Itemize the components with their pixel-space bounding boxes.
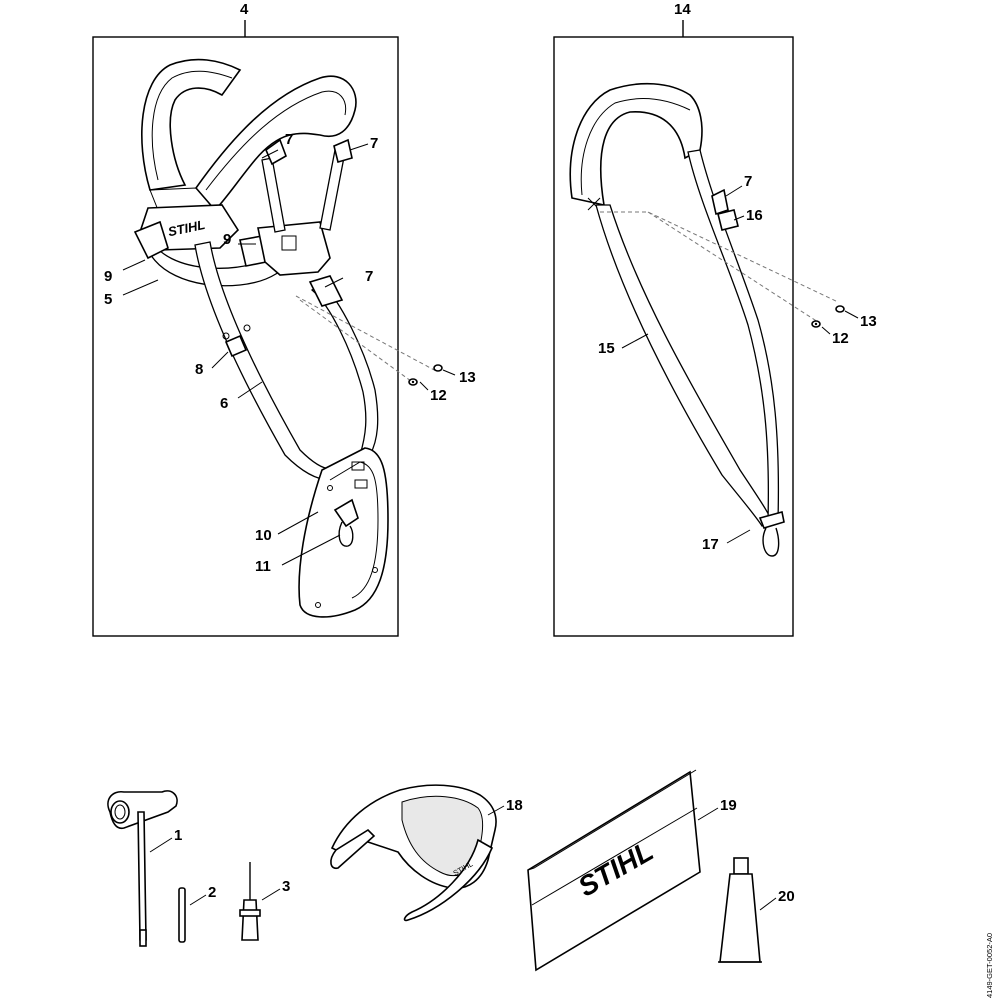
callout-6: 6: [220, 395, 228, 412]
full-harness-number: 4: [240, 1, 249, 18]
harness-screw-12: [408, 378, 418, 386]
callout-15: 15: [598, 340, 615, 357]
callout-7-b: 7: [370, 135, 378, 152]
harness-chest-plate: [257, 221, 331, 276]
callout-13-b: 13: [860, 313, 877, 330]
harness-hip-pad: [298, 447, 389, 618]
strap-screw-13: [835, 305, 845, 313]
harness-buckles: [222, 138, 353, 358]
callout-12-a: 12: [430, 387, 447, 404]
callout-20: 20: [778, 888, 795, 905]
strap-dash-line-2: [647, 211, 819, 323]
combination-wrench: 1: [107, 790, 182, 947]
callout-10: 10: [255, 527, 272, 544]
callout-18: 18: [506, 797, 523, 814]
strap-dash-line-1: [600, 211, 839, 303]
locking-pin: 2: [178, 884, 216, 943]
grease-tube: 20: [718, 857, 795, 963]
screwdriver: 3: [239, 862, 290, 941]
callout-1: 1: [174, 827, 182, 844]
harness-upper-strap-left: [261, 157, 286, 233]
callout-8: 8: [195, 361, 203, 378]
harness-dash-line-2: [299, 299, 416, 385]
callout-19: 19: [720, 797, 737, 814]
callout-2: 2: [208, 884, 216, 901]
callout-7-c: 7: [365, 268, 373, 285]
reference-code: 4149-GET-0052-A0: [985, 933, 994, 998]
callout-9-b: 9: [104, 268, 112, 285]
shoulder-strap-panel: 14 7: [553, 1, 877, 637]
strap-buckle-16: [717, 209, 739, 231]
strap-buckle-7: [711, 188, 729, 216]
callout-11: 11: [255, 558, 271, 575]
shoulder-strap-frame: [553, 36, 794, 637]
harness-upper-strap-right: [319, 149, 346, 231]
callout-7-a: 7: [285, 131, 293, 148]
shoulder-pad: [569, 82, 703, 207]
callout-17: 17: [702, 536, 719, 553]
strap-callout-leaders: [621, 185, 859, 544]
strap-screw-12: [811, 320, 821, 328]
full-harness-panel: 4 STIHL: [92, 1, 476, 637]
callout-16: 16: [746, 207, 763, 224]
harness-callout-leaders: [122, 143, 456, 566]
harness-dash-line-1: [295, 295, 439, 373]
strap-carabiner: [758, 511, 785, 557]
shoulder-strap-number: 14: [674, 1, 691, 18]
callout-5: 5: [104, 291, 112, 308]
callout-13-a: 13: [459, 369, 476, 386]
callout-3: 3: [282, 878, 290, 895]
harness-screw-13: [433, 364, 443, 372]
harness-shoulder-pads: [141, 58, 357, 216]
tool-pouch: STIHL 19: [527, 769, 737, 972]
callout-12-b: 12: [832, 330, 849, 347]
safety-glasses: STIHL 18: [330, 784, 523, 922]
shoulder-strap-webbing: [595, 204, 773, 527]
callout-7-d: 7: [744, 173, 752, 190]
callout-9-a: 9: [223, 231, 231, 248]
shoulder-pad-seam: [580, 98, 691, 196]
